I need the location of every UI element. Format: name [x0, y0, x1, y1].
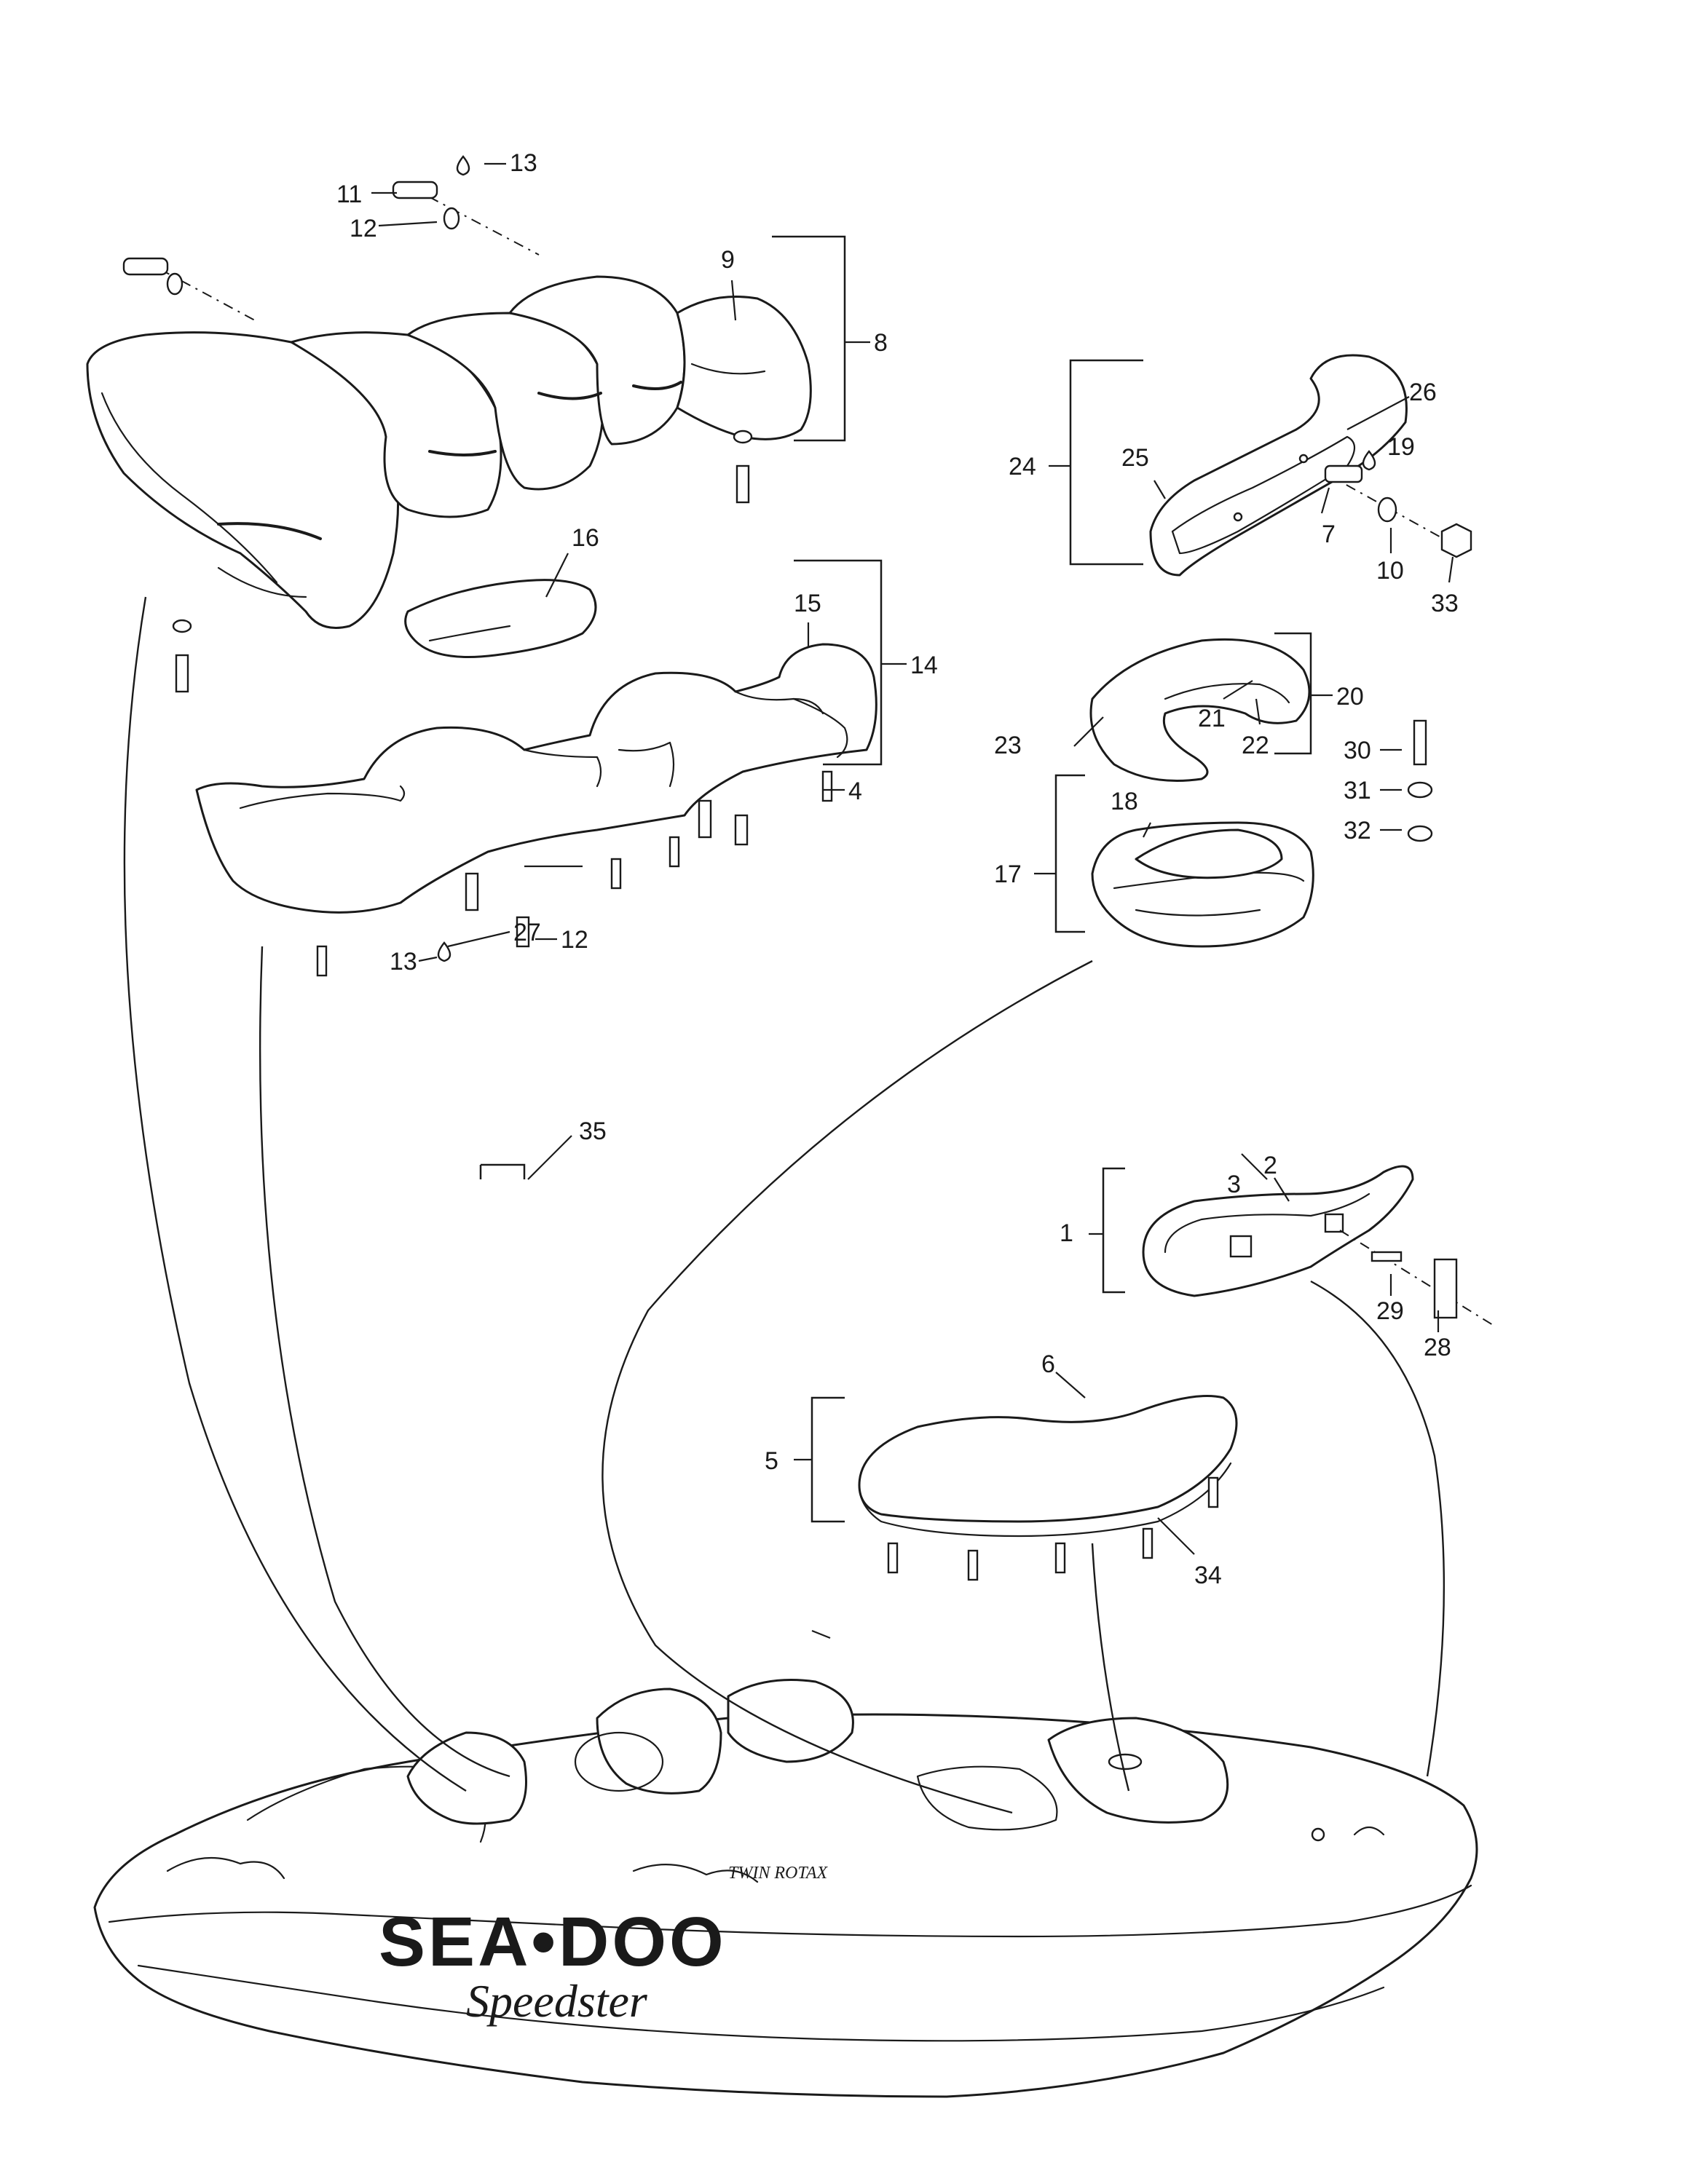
part-label-25: 25: [1121, 444, 1149, 472]
part-label-35: 35: [579, 1117, 607, 1145]
part-label-10: 10: [1376, 557, 1404, 585]
part-label-4: 4: [848, 778, 862, 805]
part-label-8: 8: [874, 329, 888, 357]
part-label-24: 24: [1009, 453, 1036, 480]
part-label-19: 19: [1387, 433, 1415, 461]
part-label-29: 29: [1376, 1297, 1404, 1325]
hull-model-text: Speedster: [466, 1975, 648, 2027]
hull-decal-text: TWIN ROTAX: [728, 1864, 829, 1883]
part-label-30: 30: [1344, 737, 1371, 764]
part-label-31: 31: [1344, 777, 1371, 804]
part-label-1: 1: [1060, 1219, 1073, 1247]
part-label-26: 26: [1409, 379, 1437, 406]
part-label-5: 5: [765, 1447, 778, 1475]
backrest-assembly: [86, 275, 812, 629]
part-label-14: 14: [910, 652, 938, 679]
cushion-5: [858, 1395, 1238, 1538]
hull-brand-text: SEA•DOO: [379, 1903, 727, 1981]
footrest-17: [1091, 821, 1314, 948]
part-label-11: 11: [336, 181, 362, 208]
part-label-17: 17: [994, 860, 1022, 888]
part-label-20: 20: [1336, 683, 1364, 711]
armrest-1: [1142, 1165, 1414, 1297]
part-label-13a: 13: [510, 149, 537, 177]
handle-24: [1149, 354, 1408, 577]
main-seat-assembly: [195, 643, 877, 914]
part-label-13b: 13: [390, 948, 417, 976]
assembly-guides: [123, 596, 1446, 1814]
part-label-9: 9: [721, 246, 735, 274]
part-label-32: 32: [1344, 817, 1371, 844]
part-label-12b: 12: [561, 926, 588, 954]
part-labels: 11 12 13 9 8 24 25 26 19 7 10 33 16 15 1…: [336, 149, 1459, 1589]
pad-16: [404, 579, 597, 658]
part-label-28: 28: [1424, 1334, 1451, 1361]
part-label-22: 22: [1242, 732, 1269, 759]
part-label-27: 27: [513, 919, 541, 946]
part-label-16: 16: [572, 524, 599, 552]
part-label-18: 18: [1111, 788, 1138, 815]
part-label-15: 15: [794, 590, 821, 617]
part-label-6: 6: [1041, 1350, 1055, 1378]
hardware: [122, 155, 1494, 1581]
leader-lines: [371, 162, 1454, 1639]
part-label-12a: 12: [350, 215, 377, 242]
part-label-7: 7: [1322, 521, 1336, 548]
part-label-3: 3: [1227, 1171, 1241, 1198]
part-label-21: 21: [1198, 705, 1226, 732]
part-label-2: 2: [1263, 1152, 1277, 1179]
part-label-23: 23: [994, 732, 1022, 759]
boat-hull: SEA•DOO Speedster TWIN ROTAX: [93, 1679, 1478, 2098]
cushion-20: [1089, 638, 1311, 782]
part-label-33: 33: [1431, 590, 1459, 617]
part-label-34: 34: [1194, 1562, 1222, 1589]
